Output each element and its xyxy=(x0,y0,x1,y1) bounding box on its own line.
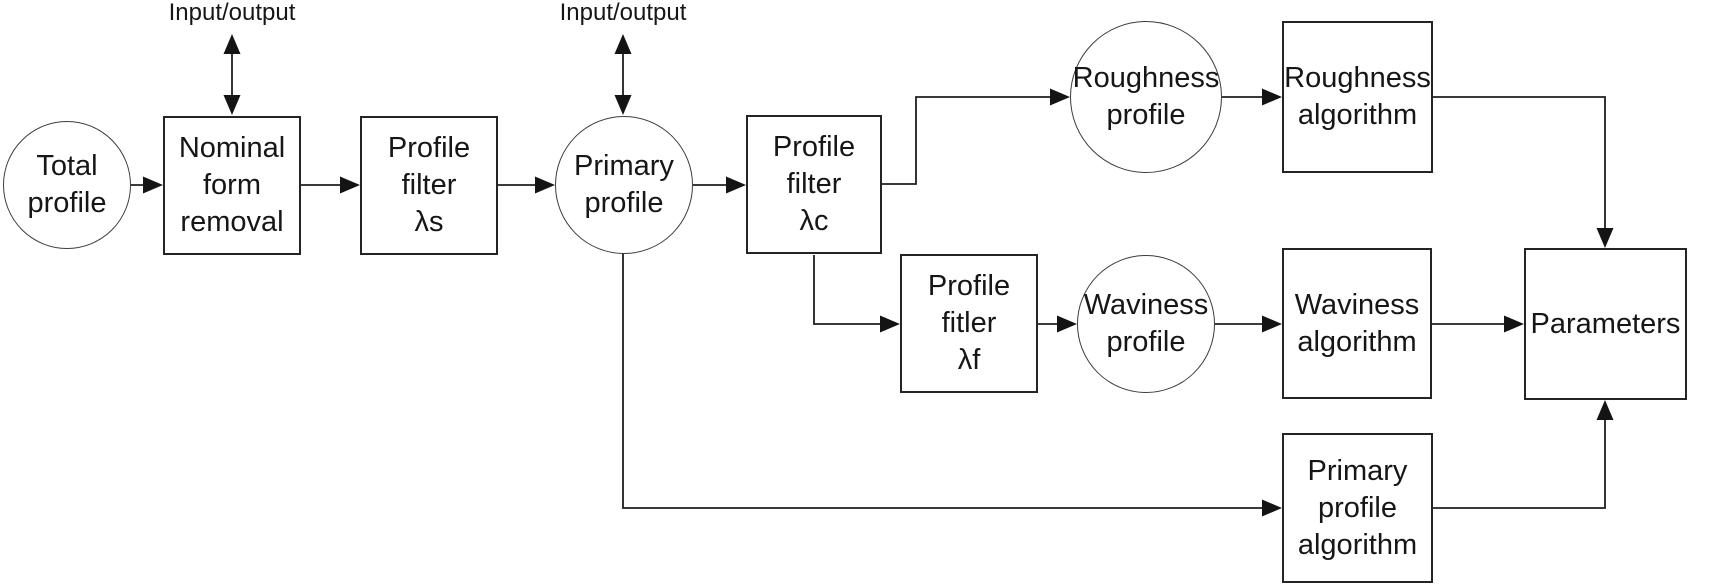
arrow-io-nominal xyxy=(223,34,241,115)
arrow-total-to-nominal xyxy=(127,176,163,194)
node-profile-filter-lambda-c: Profile filter λc xyxy=(746,115,882,254)
arrow-primary-algorithm-to-parameters xyxy=(1433,400,1614,509)
arrow-primary-to-primary-algorithm xyxy=(622,253,1282,517)
node-profile-filter-lambda-s: Profile filter λs xyxy=(360,116,498,255)
label-input-output-right: Input/output xyxy=(559,0,687,26)
node-roughness-algorithm: Roughness algorithm xyxy=(1282,21,1433,173)
node-primary-profile: Primary profile xyxy=(555,116,693,254)
node-waviness-profile: Waviness profile xyxy=(1077,255,1215,393)
label-input-output-left: Input/output xyxy=(168,0,296,26)
arrow-roughness-algorithm-to-parameters xyxy=(1433,96,1614,248)
arrow-io-primary xyxy=(614,34,632,115)
arrow-filter-c-to-roughness-profile xyxy=(882,88,1070,185)
arrow-waviness-profile-to-waviness-algorithm xyxy=(1215,315,1282,333)
node-primary-profile-algorithm: Primary profile algorithm xyxy=(1282,433,1433,583)
node-total-profile: Total profile xyxy=(3,121,131,249)
arrow-filter-c-to-fitler-f xyxy=(813,255,900,333)
arrow-fitler-f-to-waviness-profile xyxy=(1038,315,1077,333)
node-waviness-algorithm: Waviness algorithm xyxy=(1282,248,1432,399)
arrow-nominal-to-filter-s xyxy=(301,176,360,194)
node-parameters: Parameters xyxy=(1524,248,1687,400)
node-profile-fitler-lambda-f: Profile fitler λf xyxy=(900,254,1038,393)
arrow-primary-to-filter-c xyxy=(693,176,746,194)
node-roughness-profile: Roughness profile xyxy=(1070,21,1222,173)
node-nominal-form-removal: Nominal form removal xyxy=(163,116,301,255)
arrow-filter-s-to-primary xyxy=(498,176,555,194)
arrow-roughness-profile-to-roughness-algorithm xyxy=(1222,88,1282,106)
arrow-waviness-algorithm-to-parameters xyxy=(1432,315,1524,333)
